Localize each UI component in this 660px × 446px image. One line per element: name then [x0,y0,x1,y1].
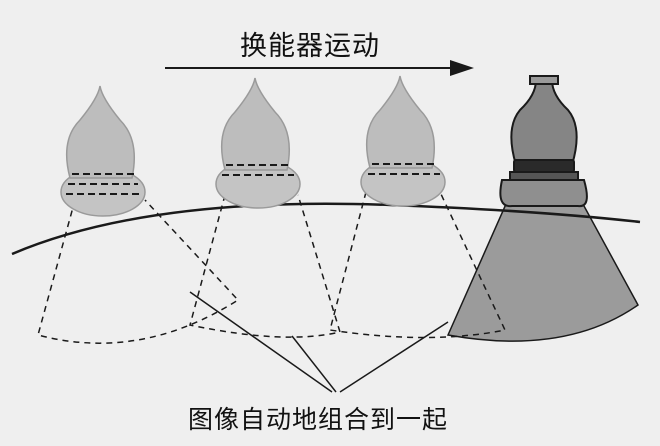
active-beam-sector [446,194,639,342]
motion-label: 换能器运动 [240,31,380,62]
motion-arrow [165,60,474,76]
caption-pointer-lines [189,291,449,393]
beam-sector-1 [37,199,240,344]
ghost-probe-2 [215,77,301,209]
beam-sector-2 [189,194,341,338]
combined-images-caption: 图像自动地组合到一起 [188,405,449,434]
active-probe [499,75,588,208]
ghost-probe-1 [60,85,146,217]
skin-surface-curve [11,202,641,256]
ghost-probe-3 [360,75,446,207]
